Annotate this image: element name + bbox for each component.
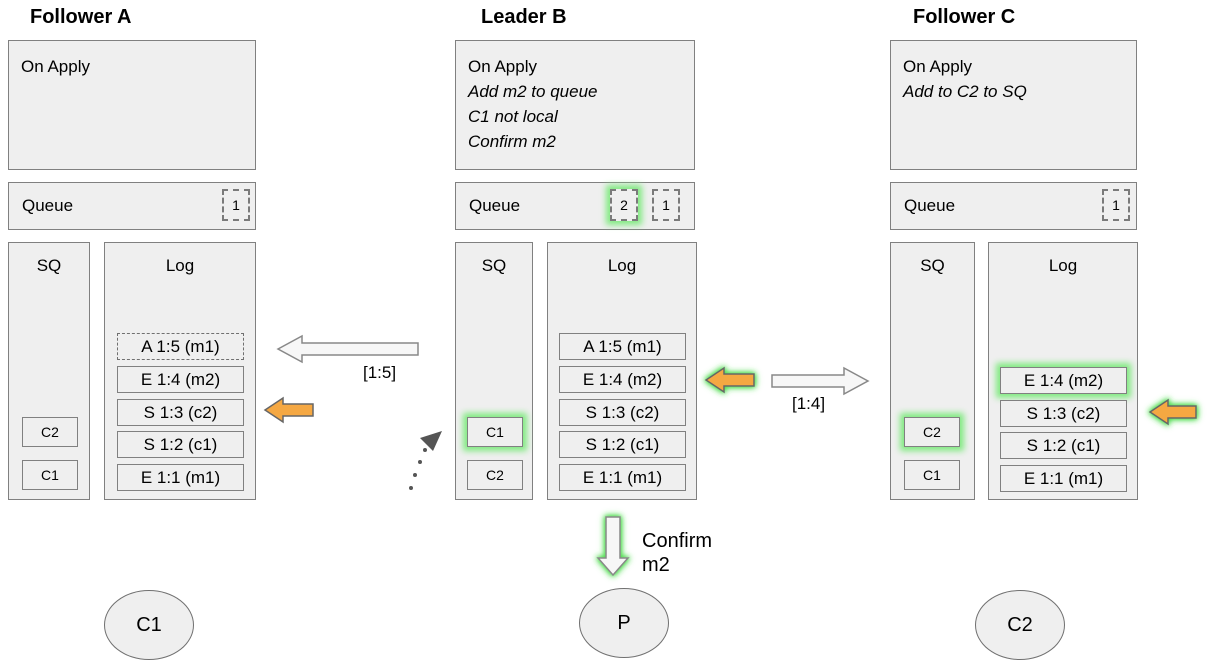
on-apply-box: On Apply Add to C2 to SQ xyxy=(890,40,1137,170)
sq-item: C2 xyxy=(904,417,960,447)
log-entry: E 1:1 (m1) xyxy=(559,464,686,491)
queue-slot: 1 xyxy=(1102,189,1130,221)
log-entry: E 1:4 (m2) xyxy=(117,366,244,393)
log-entry: S 1:3 (c2) xyxy=(559,399,686,426)
queue-box xyxy=(890,182,1137,230)
on-apply-heading: On Apply xyxy=(903,57,972,76)
sq-item: C1 xyxy=(22,460,78,490)
apply-pointer-b-icon xyxy=(704,366,755,394)
on-apply-note: C1 not local xyxy=(468,107,558,126)
on-apply-box: On Apply Add m2 to queue C1 not local Co… xyxy=(455,40,695,170)
node-title: Leader B xyxy=(481,6,567,28)
confirm-label: Confirm m2 xyxy=(642,529,712,577)
sq-box xyxy=(890,242,975,500)
on-apply-box: On Apply xyxy=(8,40,256,170)
sq-label: SQ xyxy=(36,256,62,275)
log-label: Log xyxy=(165,256,195,275)
sq-label: SQ xyxy=(920,256,945,275)
on-apply-heading: On Apply xyxy=(468,57,537,76)
queue-label: Queue xyxy=(469,196,521,215)
sq-item: C2 xyxy=(22,417,78,447)
confirm-arrow-icon xyxy=(596,516,630,577)
node-title: Follower A xyxy=(30,6,132,28)
log-entry: S 1:2 (c1) xyxy=(117,431,244,458)
on-apply-heading: On Apply xyxy=(21,57,90,76)
replicate-range-label-c: [1:4] xyxy=(792,394,826,413)
queue-slot: 1 xyxy=(222,189,250,221)
node-title: Follower C xyxy=(913,6,1016,28)
replicate-to-c-arrow-icon xyxy=(771,366,870,396)
queue-slot: 2 xyxy=(610,189,638,221)
on-apply-note: Confirm m2 xyxy=(468,132,556,151)
client-node-p: P xyxy=(579,588,669,658)
sq-item: C1 xyxy=(467,417,523,447)
confirm-label-line1: Confirm xyxy=(642,530,713,552)
queue-box xyxy=(8,182,256,230)
log-entry: E 1:1 (m1) xyxy=(117,464,244,491)
confirm-label-line2: m2 xyxy=(642,554,670,576)
sq-label: SQ xyxy=(481,256,507,275)
log-label: Log xyxy=(607,256,637,275)
apply-pointer-c-icon xyxy=(1148,398,1197,426)
log-entry: S 1:2 (c1) xyxy=(559,431,686,458)
log-entry: A 1:5 (m1) xyxy=(117,333,244,360)
replicate-to-a-arrow-icon xyxy=(276,334,419,364)
sq-item: C1 xyxy=(904,460,960,490)
log-entry: S 1:3 (c2) xyxy=(117,399,244,426)
log-entry: S 1:2 (c1) xyxy=(1000,432,1127,459)
dotted-pointer-icon xyxy=(409,431,442,490)
client-node-c2: C2 xyxy=(975,590,1065,660)
log-label: Log xyxy=(1048,256,1078,275)
log-entry: E 1:1 (m1) xyxy=(1000,465,1127,492)
log-entry: E 1:4 (m2) xyxy=(1000,367,1127,394)
replicate-range-label-a: [1:5] xyxy=(363,363,397,382)
client-node-c1: C1 xyxy=(104,590,194,660)
on-apply-note: Add to C2 to SQ xyxy=(903,82,1027,101)
sq-box xyxy=(455,242,533,500)
log-entry: S 1:3 (c2) xyxy=(1000,400,1127,427)
log-entry: E 1:4 (m2) xyxy=(559,366,686,393)
sq-box xyxy=(8,242,90,500)
on-apply-note: Add m2 to queue xyxy=(468,82,598,101)
queue-label: Queue xyxy=(22,196,74,215)
queue-slot: 1 xyxy=(652,189,680,221)
sq-item: C2 xyxy=(467,460,523,490)
apply-pointer-a-icon xyxy=(263,396,314,424)
queue-label: Queue xyxy=(904,196,956,215)
log-entry: A 1:5 (m1) xyxy=(559,333,686,360)
